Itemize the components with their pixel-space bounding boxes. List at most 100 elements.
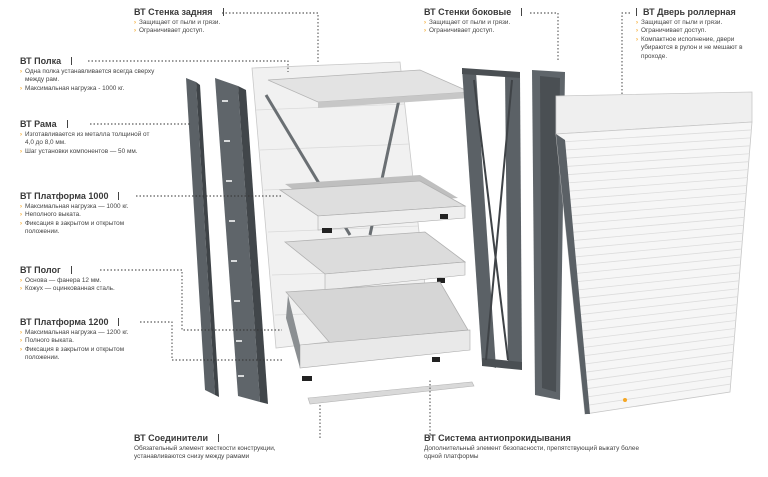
door-slat — [557, 137, 751, 151]
door-title: ВТ Дверь роллерная — [643, 7, 736, 17]
side-walls-item: Защищает от пыли и грязи. — [429, 19, 511, 26]
arrow-icon: › — [20, 278, 22, 284]
door-slat — [568, 240, 743, 258]
left-frame — [215, 78, 268, 404]
arrow-icon: › — [636, 28, 638, 35]
door-slat — [576, 312, 737, 333]
door-slat — [571, 264, 741, 283]
door-slat — [564, 201, 746, 217]
label-roller-door: ВТ Дверь роллерная ›Защищает от пыли и г… — [636, 7, 761, 61]
label-connectors: ВТ Соединители Обязательный элемент жест… — [134, 433, 324, 462]
door-slat — [578, 328, 736, 349]
door-slat — [569, 248, 742, 267]
door-slat — [567, 232, 743, 250]
platform-1000-title: ВТ Платформа 1000 — [20, 191, 109, 201]
side-walls-item: Ограничивает доступ. — [429, 27, 495, 35]
back-wall-title: ВТ Стенка задняя — [134, 7, 213, 17]
label-back-wall: ВТ Стенка задняя ›Защищает от пыли и гря… — [134, 7, 224, 36]
door-slat — [574, 296, 738, 316]
arrow-icon: › — [20, 220, 22, 227]
door-slat — [581, 359, 733, 382]
platform-1000-item: Максимальная нагрузка — 1000 кг. — [25, 203, 129, 210]
arrow-icon: › — [20, 286, 22, 293]
arrow-icon: › — [20, 346, 22, 353]
arrow-icon: › — [20, 148, 22, 155]
platform-1000 — [278, 175, 467, 233]
connectors-text: Обязательный элемент жесткости конструкц… — [134, 445, 276, 461]
door-slat — [565, 208, 745, 225]
door-slat — [575, 304, 738, 324]
door-slat — [559, 153, 750, 168]
left-thin-frame — [186, 78, 219, 397]
side-walls-title: ВТ Стенки боковые — [424, 7, 512, 17]
arrow-icon: › — [20, 132, 22, 138]
side-wall-solid — [532, 70, 565, 400]
door-slat — [580, 351, 734, 374]
label-side-walls: ВТ Стенки боковые ›Защищает от пыли и гр… — [424, 7, 523, 36]
arrow-icon: › — [20, 330, 22, 336]
door-slat — [577, 320, 736, 341]
frame-title: ВТ Рама — [20, 119, 57, 129]
shelf-item: Одна полка устанавливается всегда сверху… — [25, 68, 155, 84]
connectors-title: ВТ Соединители — [134, 433, 209, 443]
label-platform-1000: ВТ Платформа 1000 ›Максимальная нагрузка… — [20, 191, 160, 237]
door-item: Компактное исполнение, двери убираются в… — [641, 35, 743, 60]
door-slat — [561, 177, 748, 193]
door-item: Ограничивает доступ. — [641, 27, 707, 35]
door-slat — [562, 185, 747, 201]
arrow-icon: › — [20, 69, 22, 75]
antitip-title: ВТ Система антиопрокидывания — [424, 433, 571, 443]
platform-1000-item: Фиксация в закрытом и открытом положении… — [25, 219, 125, 236]
door-slat — [573, 280, 740, 300]
door-slat — [584, 383, 731, 407]
frame-item: Изготавливается из металла толщиной от 4… — [25, 131, 150, 147]
label-shelf: ВТ Полка ›Одна полка устанавливается все… — [20, 56, 170, 93]
door-slat — [560, 161, 749, 176]
door-item: Защищает от пыли и грязи. — [641, 19, 723, 26]
arrow-icon: › — [636, 20, 638, 26]
antitip-text: Дополнительный элемент безопасности, пре… — [424, 445, 640, 461]
arrow-icon: › — [636, 36, 638, 43]
frame-item: Шаг установки компонентов — 50 мм. — [25, 147, 138, 155]
arrow-icon: › — [20, 338, 22, 345]
shelf-title: ВТ Полка — [20, 56, 62, 66]
door-slat — [563, 193, 747, 209]
door-slat — [579, 343, 734, 365]
platform-1200 — [285, 281, 471, 381]
door-slat — [573, 288, 739, 308]
arrow-icon: › — [20, 212, 22, 219]
arrow-icon: › — [134, 20, 136, 26]
door-slat — [570, 256, 742, 275]
door-slat — [582, 367, 732, 390]
label-canopy: ВТ Полог ›Основа — фанера 12 мм. ›Кожух … — [20, 265, 160, 294]
canopy-title: ВТ Полог — [20, 265, 61, 275]
roller-door — [555, 91, 753, 415]
side-frame-open — [462, 68, 522, 370]
door-slat — [566, 216, 745, 234]
platform-1000-item: Неполного выката. — [25, 211, 81, 219]
label-antitip: ВТ Система антиопрокидывания Дополнитель… — [424, 433, 654, 462]
platform-1200-item: Фиксация в закрытом и открытом положении… — [25, 345, 125, 362]
arrow-icon: › — [20, 85, 22, 92]
canopy-item: Основа — фанера 12 мм. — [25, 277, 102, 284]
shelf-item: Максимальная нагрузка - 1000 кг. — [25, 84, 125, 92]
arrow-icon: › — [424, 28, 426, 35]
label-platform-1200: ВТ Платформа 1200 ›Максимальная нагрузка… — [20, 317, 160, 363]
connector-bar — [307, 381, 475, 405]
back-wall-item: Защищает от пыли и грязи. — [139, 19, 221, 26]
leader-lines — [88, 12, 630, 438]
door-slat — [561, 169, 749, 184]
arrow-icon: › — [20, 204, 22, 210]
door-slat — [578, 336, 735, 357]
back-wall-item: Ограничивает доступ. — [139, 27, 205, 35]
door-slat — [572, 272, 740, 291]
platform-1200-item: Полного выката. — [25, 337, 74, 345]
door-slat — [567, 224, 744, 242]
platform-1200-item: Максимальная нагрузка — 1200 кг. — [25, 329, 129, 336]
door-slat — [556, 129, 752, 143]
canopy-item: Кожух — оцинкованная сталь. — [25, 285, 115, 293]
door-slat — [583, 375, 732, 398]
platform-1200-title: ВТ Платформа 1200 — [20, 317, 109, 327]
label-frame: ВТ Рама ›Изготавливается из металла толщ… — [20, 119, 155, 156]
